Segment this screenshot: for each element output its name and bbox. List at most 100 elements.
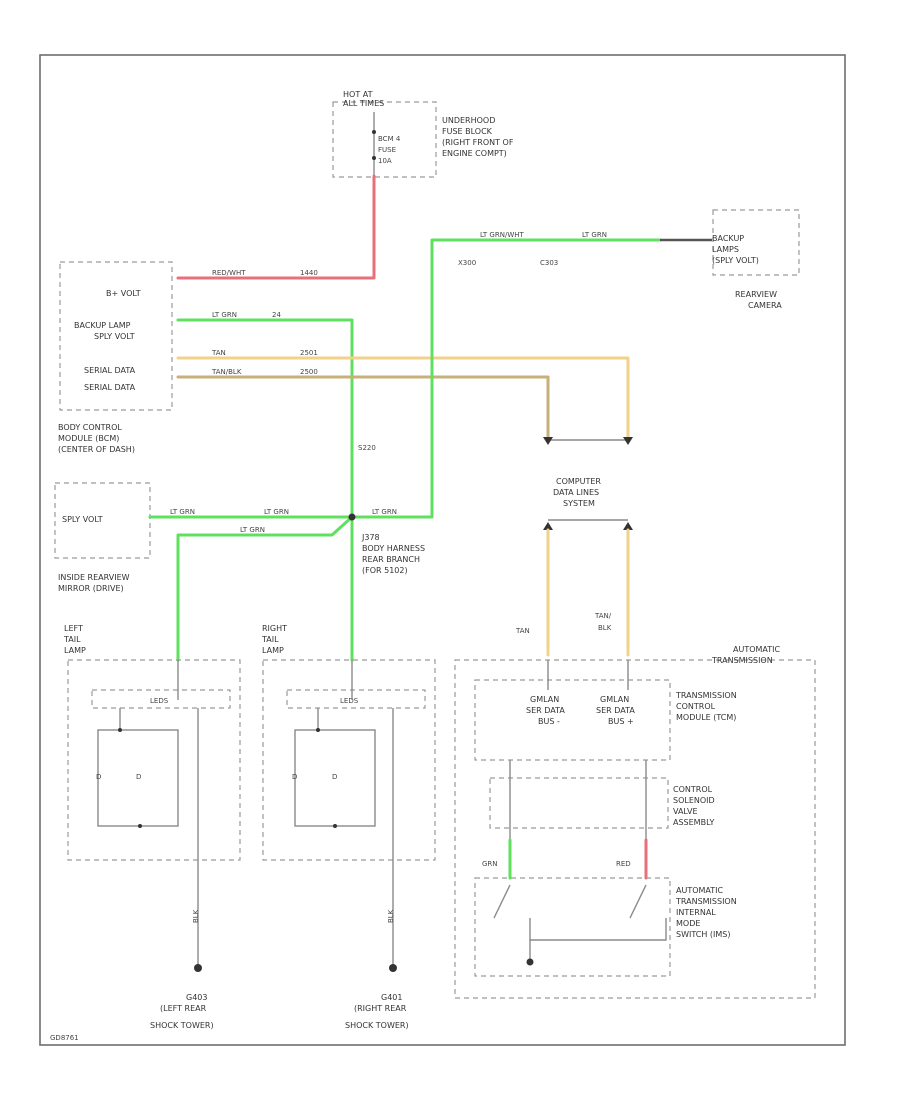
right-ground-wire-label: BLK xyxy=(387,909,395,923)
right-ground-icon xyxy=(389,964,397,972)
fuse-amp: 10A xyxy=(378,157,392,165)
bcm-pin-bplus: B+ VOLT xyxy=(106,289,141,298)
diagram-frame xyxy=(39,54,846,1046)
ims-l1: AUTOMATIC xyxy=(676,886,724,895)
tcm-box xyxy=(474,679,671,761)
camera-wire-label-2: LT GRN xyxy=(582,231,607,239)
bcm-pin-backup-l2: SPLY VOLT xyxy=(94,332,135,341)
wire-green-backup xyxy=(176,318,354,519)
splice-wire-d: LT GRN xyxy=(240,526,265,534)
wire-red-bplus xyxy=(176,174,376,280)
tcm-l2: CONTROL xyxy=(676,702,716,711)
left-lamp-leds: LEDS xyxy=(150,697,169,705)
fuse-word: FUSE xyxy=(378,146,396,154)
right-lamp-node-2 xyxy=(333,824,337,828)
bcm-pin-serial-1: SERIAL DATA xyxy=(84,366,136,375)
ims-wire-red: RED xyxy=(616,860,631,868)
data-lines-l1: COMPUTER xyxy=(556,477,601,486)
camera-name-l2: CAMERA xyxy=(748,301,782,310)
solenoid-l3: VALVE xyxy=(673,807,698,816)
left-ground-name: G403 xyxy=(186,993,207,1002)
bcm-pin-backup-l1: BACKUP LAMP xyxy=(74,321,131,330)
left-lamp-led-1: D xyxy=(96,773,101,781)
data-lines-l3: SYSTEM xyxy=(563,499,595,508)
left-lamp-l1: LEFT xyxy=(64,624,83,633)
splice-wire-a: LT GRN xyxy=(170,508,195,516)
bcm-pin-serial-2: SERIAL DATA xyxy=(84,383,136,392)
right-ground-l2: SHOCK TOWER) xyxy=(345,1021,409,1030)
mirror-name-l2: MIRROR (DRIVE) xyxy=(58,584,124,593)
right-lamp-leds-group xyxy=(286,689,426,709)
camera-name-l1: REARVIEW xyxy=(735,290,777,299)
splice-l1: BODY HARNESS xyxy=(362,544,425,553)
ims-common-bus xyxy=(529,918,667,941)
fuse-block-line4: ENGINE COMPT) xyxy=(442,149,507,158)
left-lamp-led-2: D xyxy=(136,773,141,781)
trans-title-l2: TRANSMISSION xyxy=(711,656,773,665)
right-lamp-l3: LAMP xyxy=(262,646,284,655)
bus-minus-l2: SER DATA xyxy=(526,706,565,715)
camera-lamp-l1: BACKUP xyxy=(712,234,744,243)
wire-tan-label: TAN xyxy=(211,349,226,357)
bcm-name-l3: (CENTER OF DASH) xyxy=(58,445,135,454)
left-lamp-node-1 xyxy=(118,728,122,732)
fuse-terminal-top xyxy=(372,130,376,134)
data-lines-arrow-1 xyxy=(543,437,553,445)
ims-contact-left xyxy=(493,884,511,919)
ims-l4: MODE xyxy=(676,919,700,928)
automatic-transmission xyxy=(454,659,816,999)
camera-lamp-l2: LAMPS xyxy=(712,245,739,254)
ims-ground-icon xyxy=(526,958,534,966)
bus-plus-l2: SER DATA xyxy=(596,706,635,715)
mirror-pin: SPLY VOLT xyxy=(62,515,103,524)
right-lamp-node-1 xyxy=(316,728,320,732)
wire-tanblk-serial xyxy=(176,375,550,439)
camera-conn-2: C303 xyxy=(540,259,558,267)
bcm-name-l2: MODULE (BCM) xyxy=(58,434,119,443)
fuse-block-line1: UNDERHOOD xyxy=(442,116,495,125)
hot-at-label: HOT AT xyxy=(343,90,373,99)
wire-green-left-lamp xyxy=(176,515,354,662)
ims-l2: TRANSMISSION xyxy=(675,897,737,906)
underhood-fuse-block xyxy=(332,101,437,178)
bus-minus-l1: GMLAN xyxy=(530,695,559,704)
right-lamp-led-1: D xyxy=(292,773,297,781)
fuse-name: BCM 4 xyxy=(378,135,401,143)
left-tail-lamp xyxy=(67,659,241,861)
solenoid-l2: SOLENOID xyxy=(673,796,715,805)
camera-wire-label: LT GRN/WHT xyxy=(480,231,525,239)
wire-tanblk-label: TAN/BLK xyxy=(211,368,242,376)
data-lines-arrow-4 xyxy=(623,522,633,530)
data-wire-tan: TAN xyxy=(515,627,530,635)
left-ground-wire-label: BLK xyxy=(192,909,200,923)
wire-tan-serial xyxy=(176,356,630,439)
splice-l2: REAR BRANCH xyxy=(362,555,420,564)
data-lines-arrow-3 xyxy=(543,522,553,530)
ims-switch xyxy=(474,877,671,977)
wire-backup-number: 24 xyxy=(272,311,281,319)
wire-tanblk-number: 2500 xyxy=(300,368,318,376)
left-lamp-leds-group xyxy=(91,689,231,709)
bus-plus-l1: GMLAN xyxy=(600,695,629,704)
splice-l3: (FOR 5102) xyxy=(362,566,408,575)
left-lamp-l3: LAMP xyxy=(64,646,86,655)
bus-minus-l3: BUS - xyxy=(538,717,560,726)
mirror-name-l1: INSIDE REARVIEW xyxy=(58,573,130,582)
body-control-module xyxy=(59,261,173,411)
splice-junction xyxy=(348,513,356,521)
right-ground-l1: (RIGHT REAR xyxy=(354,1004,407,1013)
right-tail-lamp xyxy=(262,659,436,861)
right-lamp-led-2: D xyxy=(332,773,337,781)
ims-l3: INTERNAL xyxy=(676,908,716,917)
solenoid-l1: CONTROL xyxy=(673,785,713,794)
left-ground-l2: SHOCK TOWER) xyxy=(150,1021,214,1030)
splice-name: J378 xyxy=(361,533,380,542)
bus-plus-l3: BUS + xyxy=(608,717,634,726)
fuse-block-line2: FUSE BLOCK xyxy=(442,127,493,136)
solenoid-l4: ASSEMBLY xyxy=(673,818,714,827)
left-ground-l1: (LEFT REAR xyxy=(160,1004,207,1013)
camera-conn-1: X300 xyxy=(458,259,476,267)
inside-rearview-mirror xyxy=(54,482,151,559)
wire-bplus-label: RED/WHT xyxy=(212,269,246,277)
